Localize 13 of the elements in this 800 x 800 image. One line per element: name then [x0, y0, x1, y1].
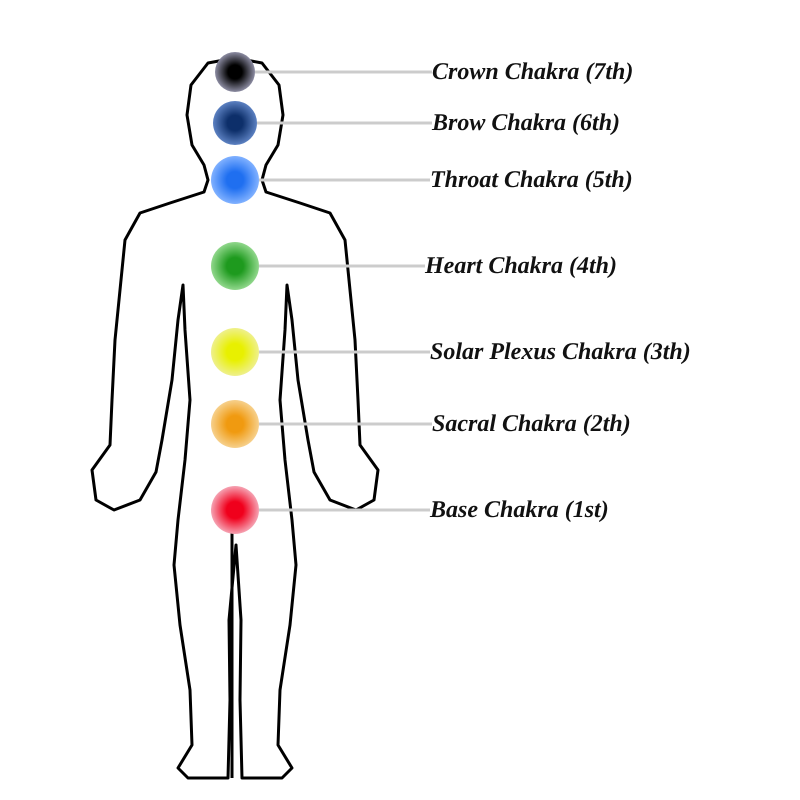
chakra-label: Solar Plexus Chakra (3th) — [430, 338, 691, 366]
chakra-label: Throat Chakra (5th) — [430, 166, 633, 194]
leader-line — [259, 264, 425, 268]
leader-line — [257, 122, 432, 124]
chakra-label: Base Chakra (1st) — [430, 496, 609, 524]
chakra-label: Heart Chakra (4th) — [425, 252, 618, 280]
chakra-label: Sacral Chakra (2th) — [432, 410, 631, 438]
chakra-label: Crown Chakra (7th) — [432, 58, 634, 86]
leader-line — [255, 70, 432, 74]
leader-line — [259, 508, 430, 512]
chakra-label: Brow Chakra (6th) — [432, 109, 620, 137]
leader-line — [259, 350, 430, 354]
leader-line — [259, 422, 432, 426]
